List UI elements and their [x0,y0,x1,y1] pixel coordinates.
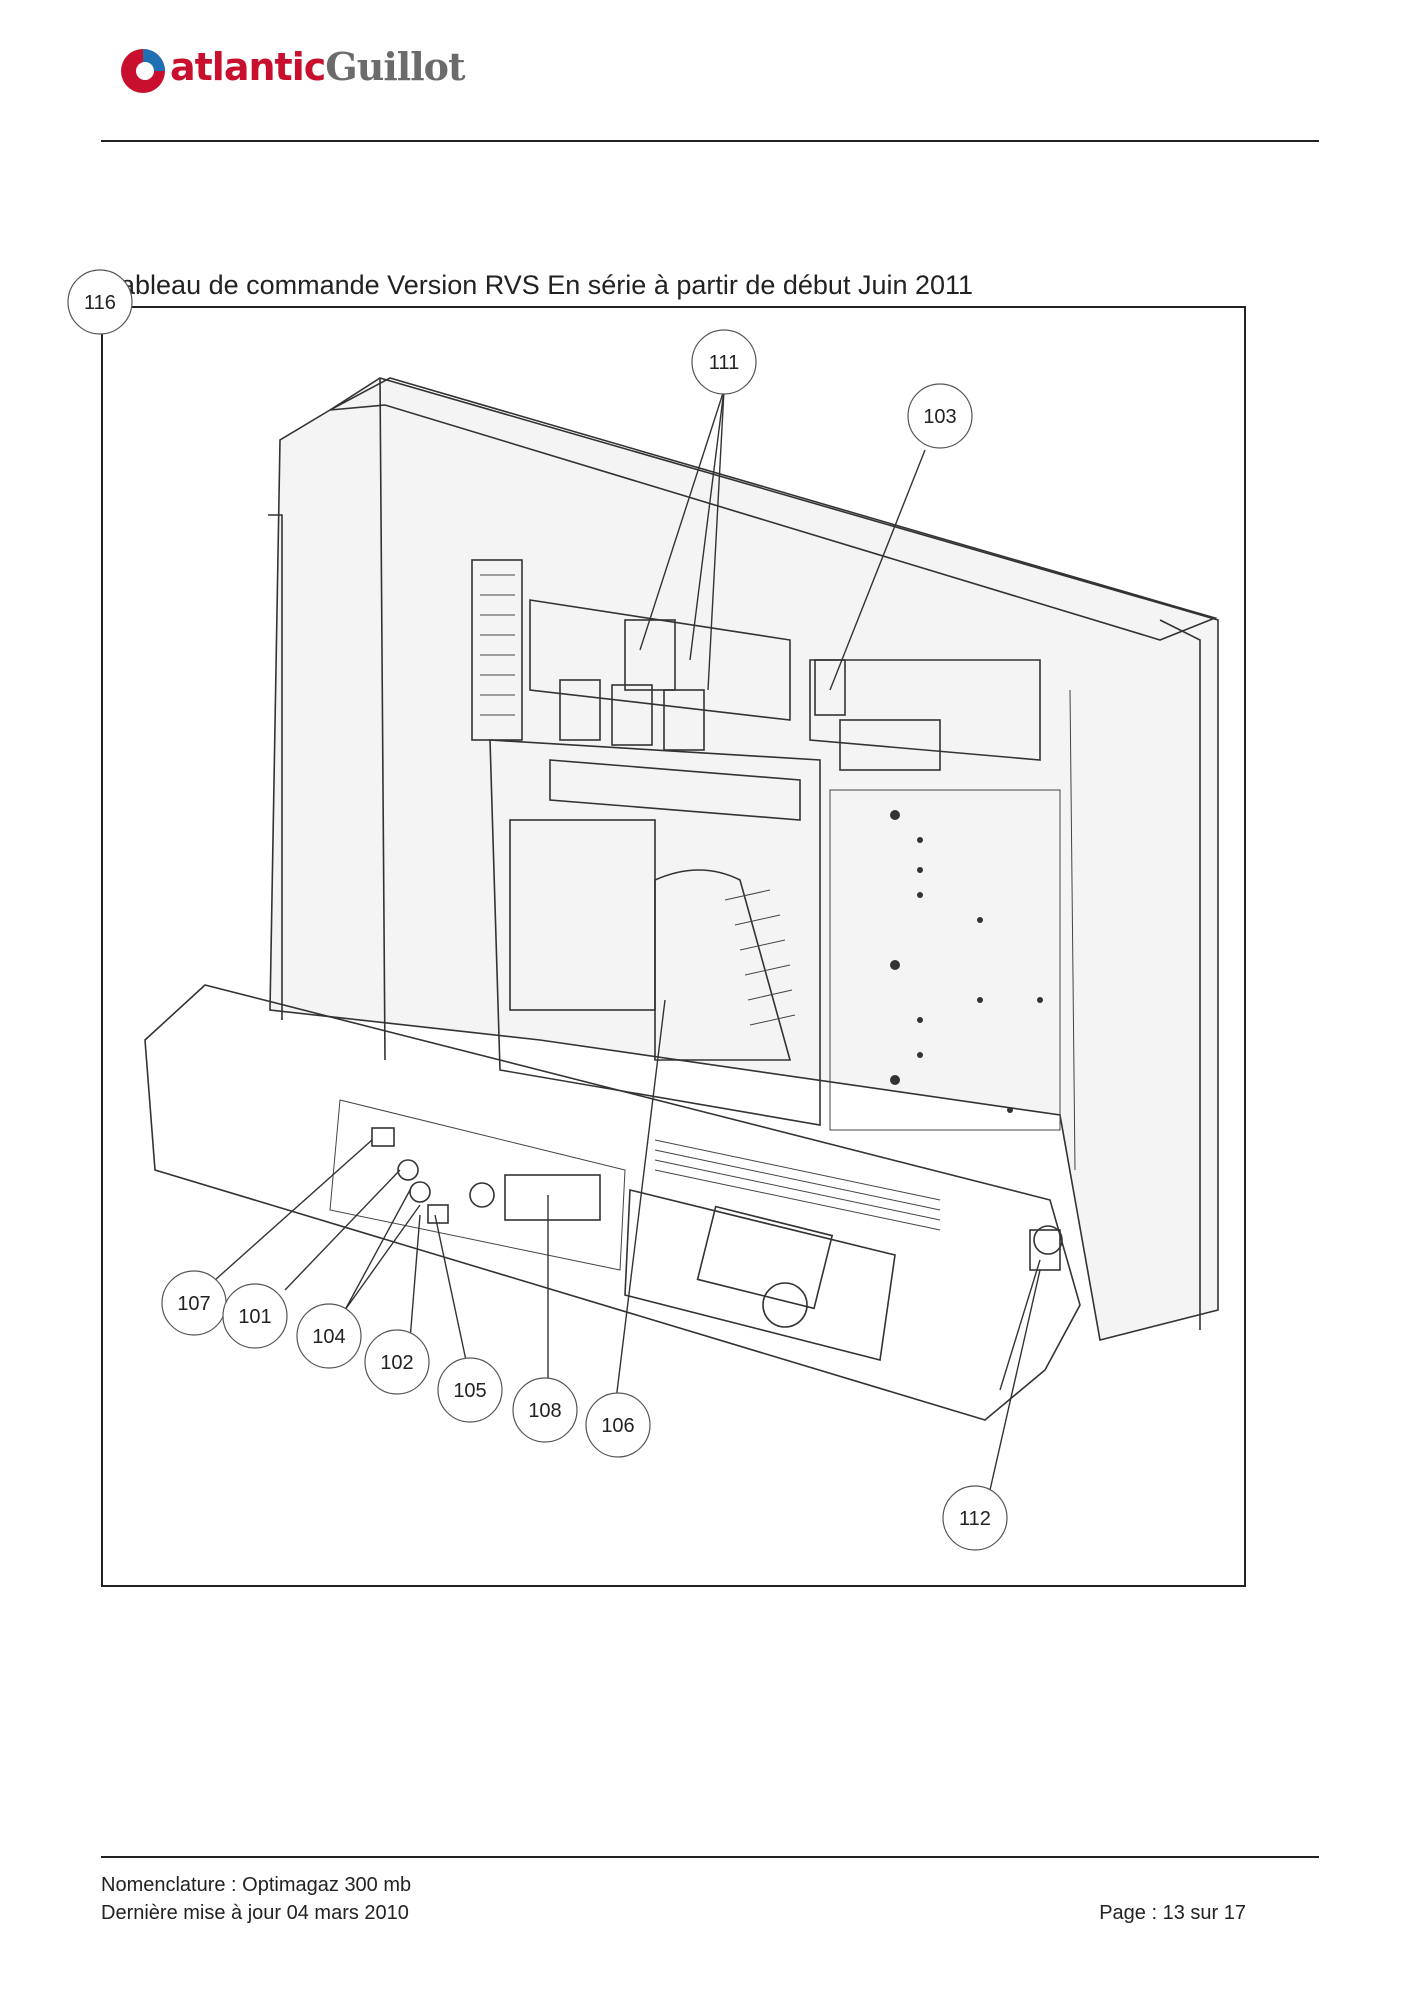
callout-label: 104 [312,1326,345,1348]
footer-page-number: Page : 13 sur 17 [1099,1902,1246,1924]
callout-label: 103 [923,406,956,428]
callout-label: 106 [601,1415,634,1437]
diagram-title: ableau de commande Version RVS En série … [120,270,974,300]
logo-mark-icon [121,49,165,93]
brand-logo: atlanticGuillot [118,42,498,98]
logo-word-primary: atlantic [170,45,326,89]
callout-108: 108 [512,1377,578,1443]
callout-104: 104 [296,1303,362,1369]
callout-label: 101 [238,1306,271,1328]
callout-label: 107 [177,1293,210,1315]
callout-label: 102 [380,1352,413,1374]
footer-nomenclature: Nomenclature : Optimagaz 300 mb [101,1874,412,1896]
cabinet-drawing [144,377,1219,1421]
footer-rule [101,1856,1319,1858]
callout-103: 103 [907,383,973,449]
callout-112: 112 [942,1485,1008,1551]
callout-label: 111 [709,352,739,374]
callout-label: 116 [84,292,116,314]
callout-label: 112 [959,1508,991,1530]
footer-last-update: Dernière mise à jour 04 mars 2010 [101,1902,409,1924]
diagram-frame [101,306,1246,1587]
callout-label: 108 [528,1400,561,1422]
callout-111: 111 [691,329,757,395]
callout-107: 107 [161,1270,227,1336]
callout-101: 101 [222,1283,288,1349]
callout-102: 102 [364,1329,430,1395]
leader-lines [214,389,1041,1491]
callout-106: 106 [585,1392,651,1458]
callout-105: 105 [437,1357,503,1423]
logo-wordmark: atlanticGuillot [170,44,466,89]
callout-label: 105 [453,1380,486,1402]
header-rule [101,140,1319,142]
callout-116: 116 [67,269,133,335]
logo-word-secondary: Guillot [325,44,465,89]
